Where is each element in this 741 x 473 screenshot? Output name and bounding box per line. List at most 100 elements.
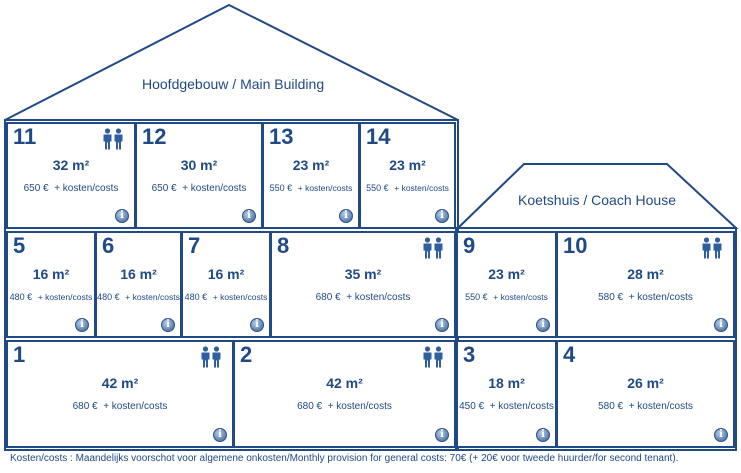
room-area: 16 m² <box>32 266 70 282</box>
room-costs: + kosten/costs <box>212 292 268 302</box>
room-area: 18 m² <box>488 375 525 391</box>
room-number: 4 <box>563 342 576 367</box>
room-area: 23 m² <box>292 157 330 173</box>
people-icon <box>201 346 221 368</box>
room-costs: + kosten/costs <box>327 401 392 412</box>
room-area: 42 m² <box>326 375 363 391</box>
room-costs: + kosten/costs <box>182 183 247 194</box>
room-number: 9 <box>463 233 476 258</box>
room-5[interactable]: 5 16 m² 480 € + kosten/costs i <box>6 231 96 338</box>
people-icon <box>423 346 443 368</box>
info-icon[interactable]: i <box>213 428 227 442</box>
room-price-line: 580 € + kosten/costs <box>558 401 733 412</box>
info-icon[interactable]: i <box>435 209 449 223</box>
info-icon[interactable]: i <box>536 428 550 442</box>
room-area: 30 m² <box>180 157 218 173</box>
room-price-line: 480 € + kosten/costs <box>8 292 94 303</box>
room-price: 550 € <box>366 183 389 193</box>
people-icon <box>103 128 123 150</box>
room-price-line: 650 € + kosten/costs <box>8 183 134 194</box>
info-icon[interactable]: i <box>242 209 256 223</box>
room-price-line: 680 € + kosten/costs <box>272 292 454 303</box>
room-costs: + kosten/costs <box>346 292 411 303</box>
room-price: 480 € <box>9 292 33 302</box>
people-icon <box>702 237 722 259</box>
room-costs: + kosten/costs <box>628 401 693 412</box>
room-price-line: 680 € + kosten/costs <box>235 401 454 412</box>
info-icon[interactable]: i <box>714 428 728 442</box>
info-icon[interactable]: i <box>339 209 353 223</box>
room-costs: + kosten/costs <box>394 183 449 193</box>
room-price: 680 € <box>297 401 323 412</box>
room-price: 580 € <box>598 401 624 412</box>
info-icon[interactable]: i <box>714 318 728 332</box>
main-building-roof <box>4 3 459 121</box>
room-area: 28 m² <box>627 266 664 282</box>
room-costs: + kosten/costs <box>37 292 93 302</box>
room-costs: + kosten/costs <box>54 183 119 194</box>
room-number: 10 <box>563 233 588 258</box>
room-price-line: 550 € + kosten/costs <box>361 183 454 194</box>
room-price: 450 € <box>459 401 485 412</box>
room-number: 12 <box>142 124 167 149</box>
room-number: 1 <box>13 342 26 367</box>
room-area: 16 m² <box>120 266 157 282</box>
room-price-line: 480 € + kosten/costs <box>97 292 180 303</box>
people-icon <box>423 237 443 259</box>
room-number: 5 <box>13 233 26 258</box>
room-number: 2 <box>240 342 253 367</box>
footer-note: Kosten/costs : Maandelijks voorschot voo… <box>10 453 679 464</box>
room-price: 580 € <box>598 292 624 303</box>
info-icon[interactable]: i <box>435 428 449 442</box>
room-price: 550 € <box>465 292 488 302</box>
room-price-line: 450 € + kosten/costs <box>458 401 555 412</box>
room-number: 13 <box>269 124 294 149</box>
room-area: 23 m² <box>488 266 525 282</box>
room-1[interactable]: 1 42 m² 680 € + kosten/costs i <box>6 340 234 448</box>
info-icon[interactable]: i <box>250 318 264 332</box>
room-price-line: 480 € + kosten/costs <box>183 292 269 303</box>
info-icon[interactable]: i <box>75 318 89 332</box>
coach-house-walls <box>455 227 737 451</box>
info-icon[interactable]: i <box>161 318 175 332</box>
room-costs: + kosten/costs <box>297 183 353 193</box>
room-price: 480 € <box>97 292 120 302</box>
room-costs: + kosten/costs <box>125 292 180 302</box>
room-number: 8 <box>277 233 290 258</box>
room-area: 42 m² <box>101 375 139 391</box>
room-costs: + kosten/costs <box>493 292 548 302</box>
room-costs: + kosten/costs <box>628 292 693 303</box>
room-costs: + kosten/costs <box>103 401 168 412</box>
room-number: 11 <box>13 124 37 149</box>
room-price: 680 € <box>315 292 341 303</box>
room-price-line: 650 € + kosten/costs <box>137 183 261 194</box>
room-area: 35 m² <box>344 266 382 282</box>
info-icon[interactable]: i <box>115 209 129 223</box>
room-price-line: 680 € + kosten/costs <box>8 401 232 412</box>
room-price: 650 € <box>23 183 49 194</box>
room-area: 23 m² <box>389 157 426 173</box>
room-price-line: 580 € + kosten/costs <box>558 292 733 303</box>
info-icon[interactable]: i <box>536 318 550 332</box>
room-area: 16 m² <box>207 266 245 282</box>
room-price: 650 € <box>151 183 177 194</box>
room-price: 480 € <box>184 292 208 302</box>
room-number: 14 <box>366 124 391 149</box>
room-area: 26 m² <box>627 375 664 391</box>
room-costs: + kosten/costs <box>489 401 554 412</box>
coach-house-title: Koetshuis / Coach House <box>518 192 676 208</box>
info-icon[interactable]: i <box>435 318 449 332</box>
room-number: 3 <box>463 342 476 367</box>
